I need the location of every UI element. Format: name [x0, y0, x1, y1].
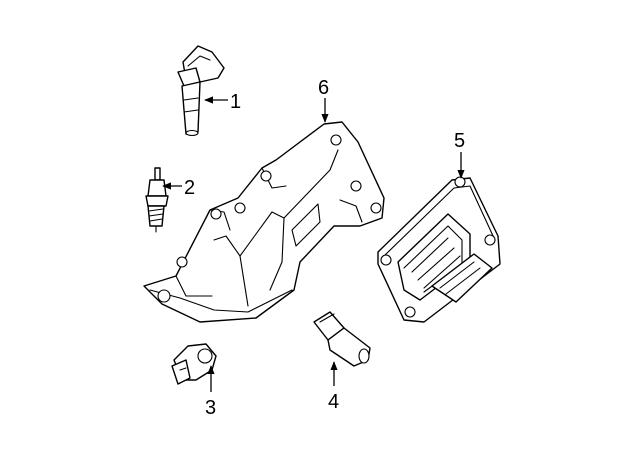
- ignition-coil-part: [177, 45, 225, 137]
- control-module-part: [377, 176, 501, 323]
- module-bracket-part: [143, 121, 385, 323]
- callout-6: 6: [318, 77, 329, 99]
- callout-4: 4: [328, 391, 339, 413]
- callout-1: 1: [230, 91, 241, 113]
- callout-leaders: [162, 96, 465, 392]
- knock-sensor-part: [171, 343, 217, 385]
- callout-3: 3: [205, 397, 216, 419]
- camshaft-sensor-part: [313, 311, 371, 367]
- spark-plug-part: [145, 167, 169, 233]
- callout-5: 5: [454, 130, 465, 152]
- callout-2: 2: [184, 177, 195, 199]
